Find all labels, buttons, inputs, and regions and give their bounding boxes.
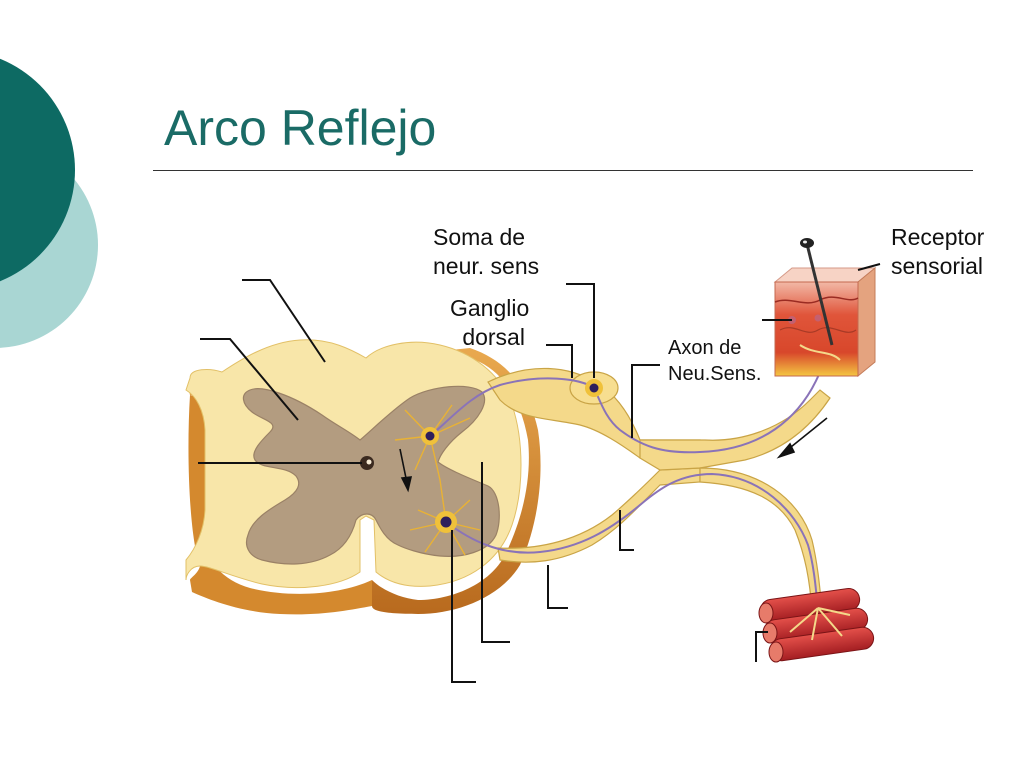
label-soma-line2: neur. sens <box>433 253 540 279</box>
pin <box>805 243 834 346</box>
dark-teal-circle <box>0 58 75 282</box>
label-receptor-sensorial: Receptor sensorial <box>891 223 984 281</box>
label-ganglio-line1: Ganglio <box>450 295 530 321</box>
neuron-fibers <box>429 371 821 611</box>
label-receptor-line2: sensorial <box>891 253 984 279</box>
label-ganglio-line2: dorsal <box>462 324 525 350</box>
leader-lines <box>198 263 881 683</box>
neurons <box>394 379 603 556</box>
label-axon-neurona-sensorial: Axon de Neu.Sens. <box>668 335 761 387</box>
label-receptor-line1: Receptor <box>891 224 985 250</box>
muscle <box>758 588 875 663</box>
label-ganglio-dorsal: Ganglio dorsal <box>450 294 529 352</box>
spinal-cord <box>185 339 541 615</box>
title-divider <box>153 170 973 171</box>
label-soma-neurona-sensorial: Soma de neur. sens <box>433 223 539 281</box>
label-soma-line1: Soma de <box>433 224 526 250</box>
direction-arrows <box>399 417 828 493</box>
skin-receptor <box>773 238 877 378</box>
label-axon-line2: Neu.Sens. <box>668 363 762 385</box>
slide-title: Arco Reflejo <box>164 100 437 156</box>
label-axon-line1: Axon de <box>668 337 742 359</box>
